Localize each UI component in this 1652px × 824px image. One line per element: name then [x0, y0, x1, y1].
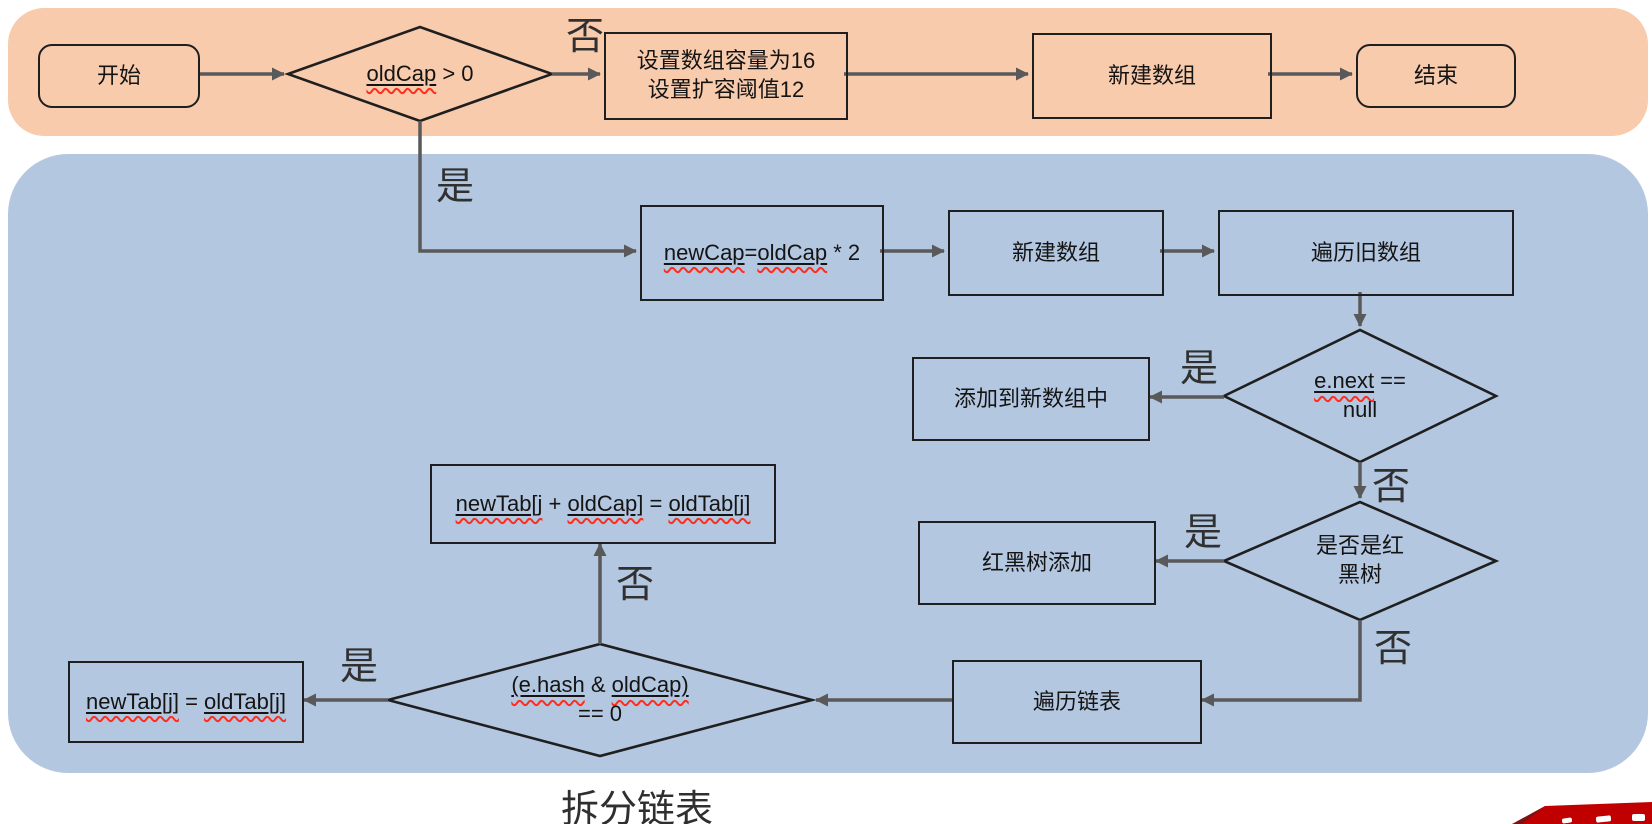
node-iterate-old-array: 遍历旧数组 — [1218, 210, 1514, 296]
node-end: 结束 — [1356, 44, 1516, 108]
node-rbtree-add: 红黑树添加 — [918, 521, 1156, 605]
node-newtab-j: newTab[j] = oldTab[j] — [68, 661, 304, 743]
node-newtab-j-plus-oldcap: newTab[j + oldCap] = oldTab[j] — [430, 464, 776, 544]
ribbon-watermark — [1500, 798, 1652, 824]
node-decision-hash: (e.hash & oldCap)== 0 — [511, 672, 689, 726]
label-yes-hash: 是 — [340, 646, 379, 688]
node-start: 开始 — [38, 44, 200, 108]
node-decision-oldcap: oldCap > 0 — [366, 60, 474, 86]
ribbon-text-fragment — [1632, 814, 1645, 821]
node-add-to-new-array: 添加到新数组中 — [912, 357, 1150, 441]
label-no-rbtree: 否 — [1374, 628, 1413, 670]
node-decision-rbtree: 是否是红黑树 — [1315, 533, 1404, 587]
ribbon-band — [1522, 802, 1652, 824]
label-yes-rbtree: 是 — [1184, 512, 1223, 554]
node-decision-enext: e.next ==null — [1314, 368, 1406, 422]
label-yes-oldcap: 是 — [436, 166, 475, 208]
resize-branch-band — [8, 154, 1648, 773]
label-no-enext: 否 — [1372, 466, 1411, 508]
node-new-array-top: 新建数组 — [1032, 33, 1272, 119]
caption-split-linked-list: 拆分链表 — [560, 789, 713, 824]
node-new-array: 新建数组 — [948, 210, 1164, 296]
label-yes-enext: 是 — [1180, 348, 1219, 390]
label-no-hash: 否 — [616, 564, 655, 606]
label-no-oldcap: 否 — [566, 16, 605, 58]
node-iterate-linked-list: 遍历链表 — [952, 660, 1202, 744]
node-newcap-calc: newCap=oldCap * 2 — [640, 205, 884, 301]
